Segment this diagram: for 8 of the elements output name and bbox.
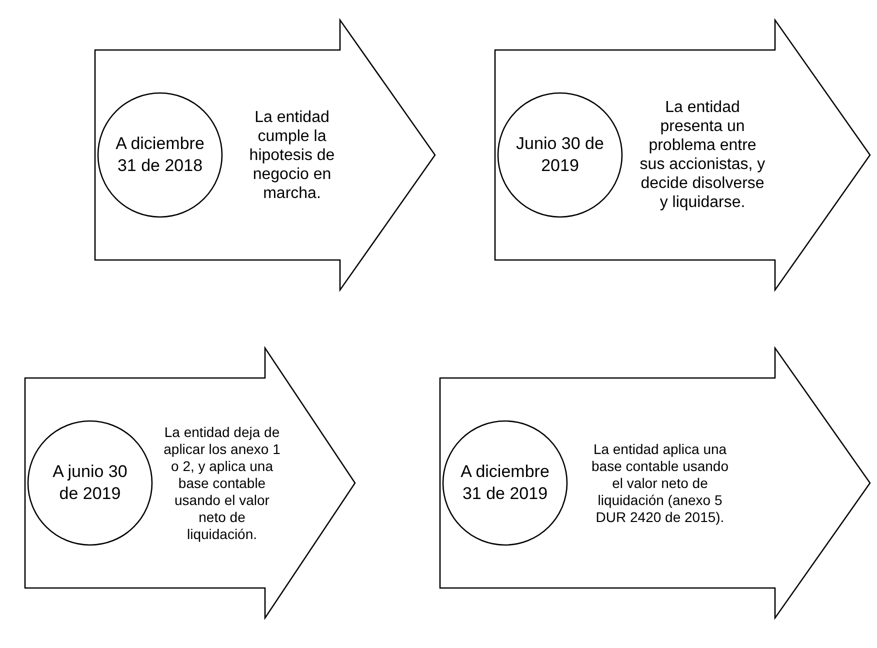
date-label: A junio 30 de 2019	[52, 461, 128, 505]
date-label: A diciembre 31 de 2018	[114, 133, 206, 177]
event-description: La entidad aplica una base contable usando el valor neto de liquidación (anexo 5 DUR 2420 de 2015).	[590, 440, 730, 526]
event-description: La entidad cumple la hipotesis de negocio en marcha.	[248, 108, 336, 202]
date-label: Junio 30 de 2019	[515, 133, 605, 177]
event-description: La entidad presenta un problema entre sus accionistas, y decide disolverse y liquidarse.	[638, 98, 766, 212]
date-label: A diciembre 31 de 2019	[460, 461, 550, 505]
event-description: La entidad deja de aplicar los anexo 1 o 2, y aplica una base contable usando el valor neto de liquidación.	[163, 424, 281, 542]
